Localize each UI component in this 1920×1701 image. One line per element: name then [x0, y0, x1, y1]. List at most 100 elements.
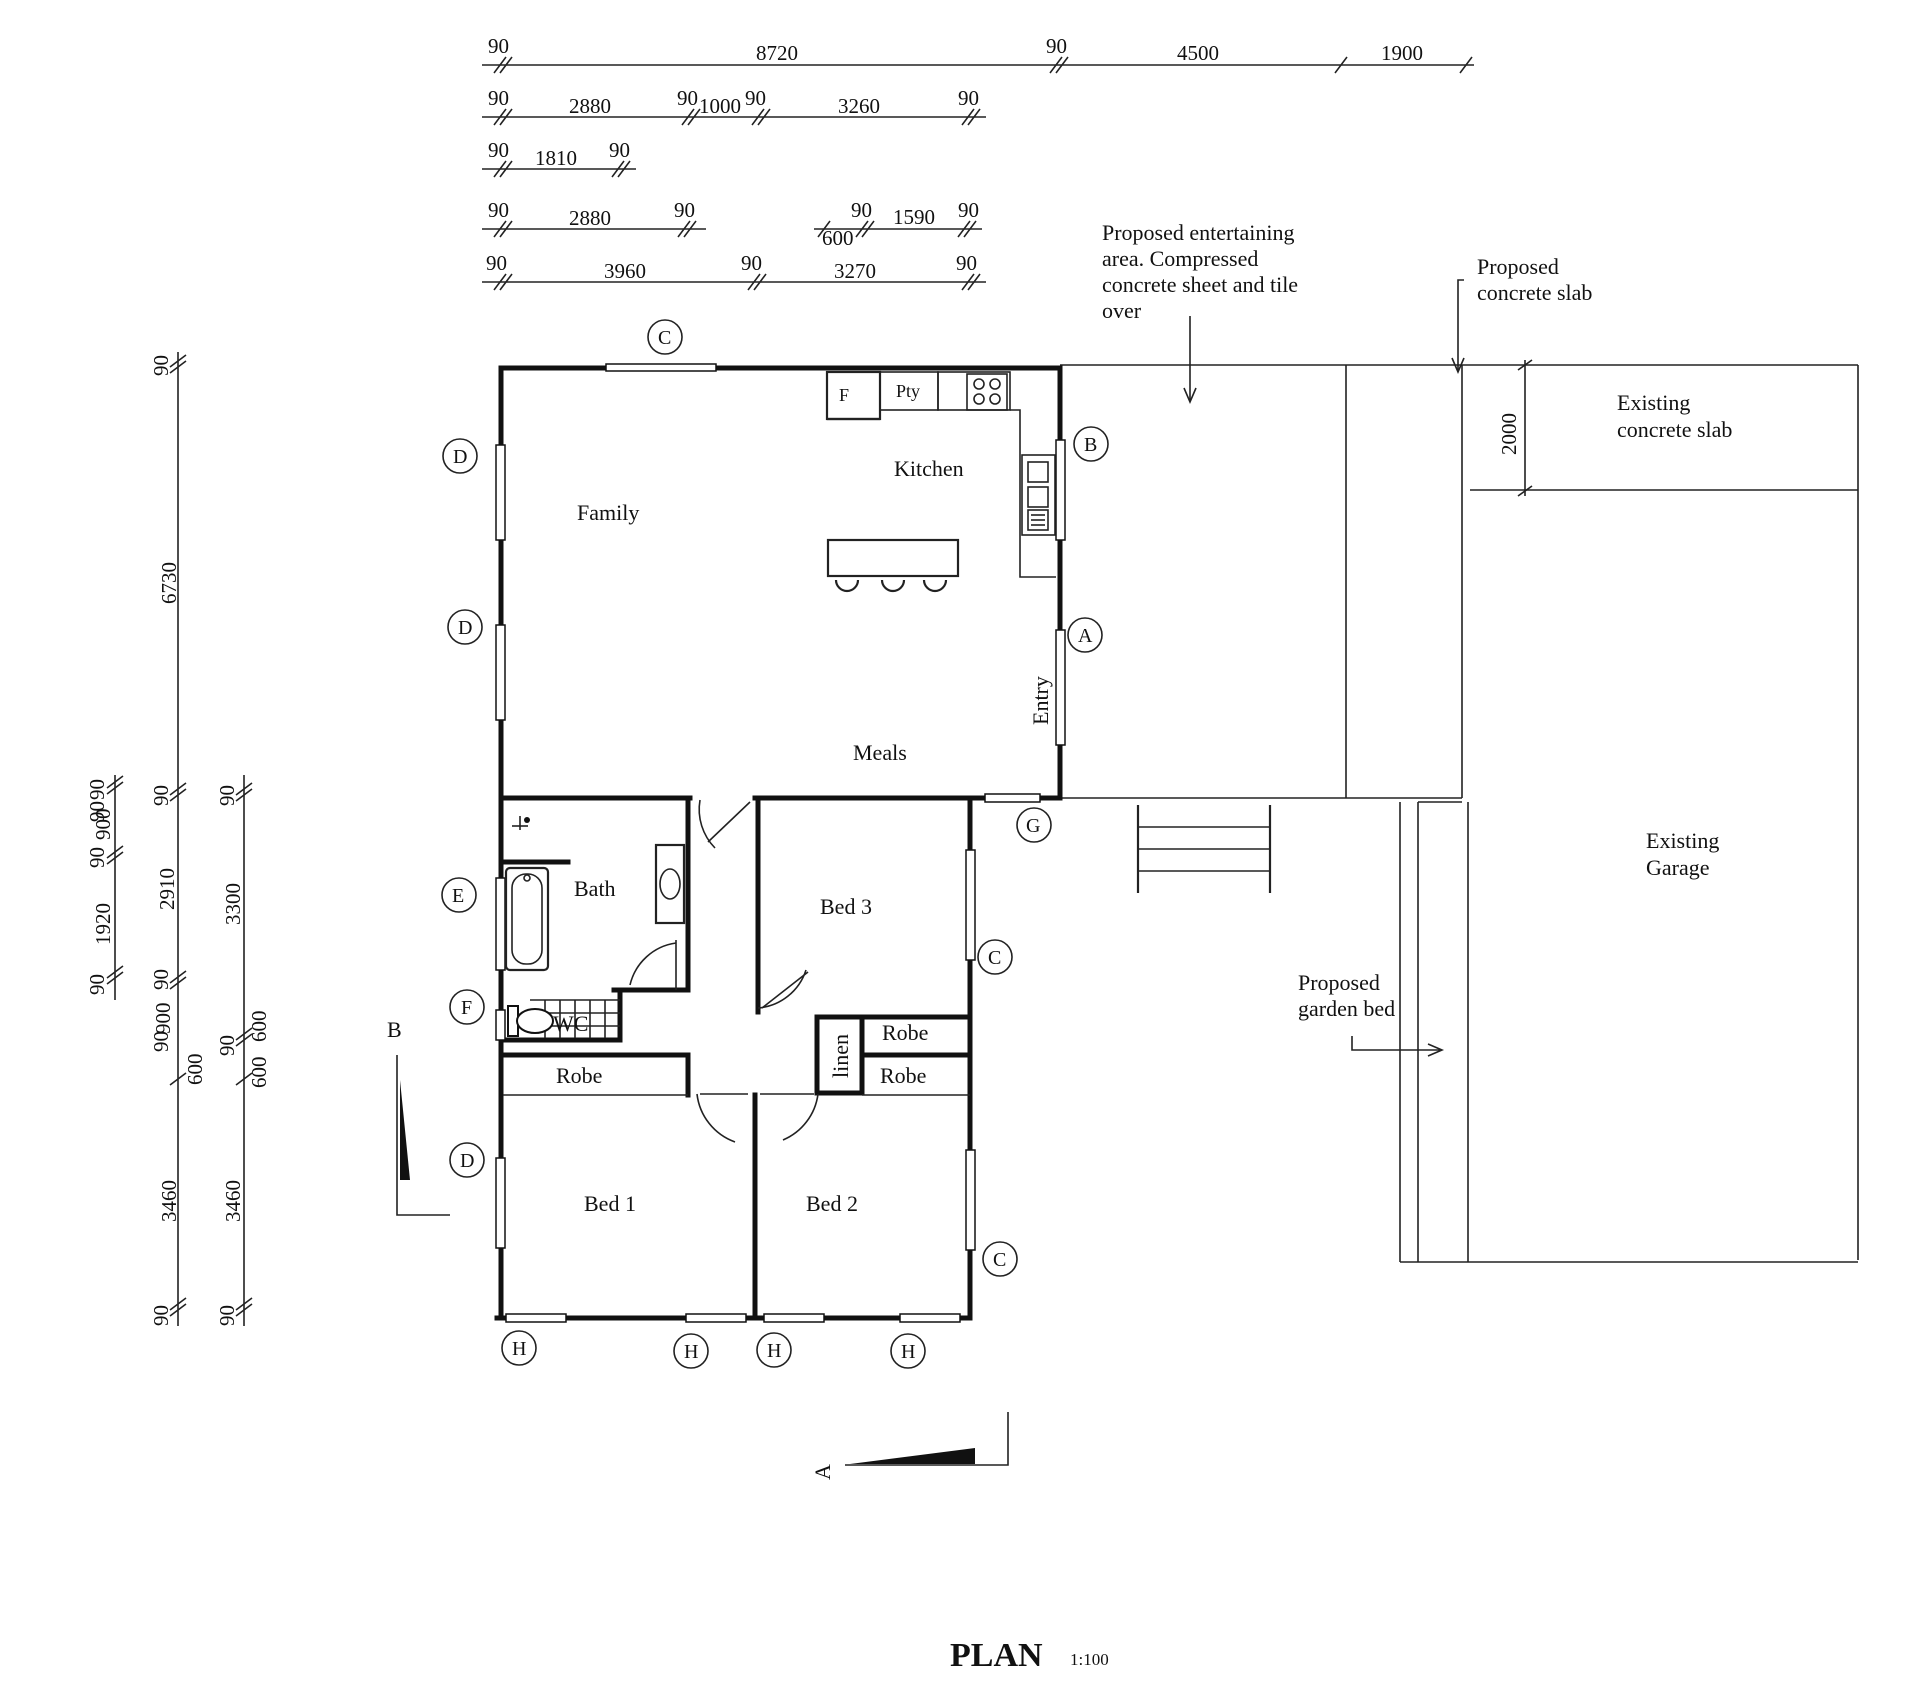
dim-r2-2: 90 [677, 86, 698, 110]
plan-scale: 1:100 [1070, 1650, 1109, 1669]
tag-c-bed3: C [977, 939, 1013, 975]
dim-r5-2: 90 [741, 251, 762, 275]
entry-steps [1136, 805, 1272, 893]
tag-g: G [1016, 807, 1052, 843]
section-marker-a: A [810, 1412, 1009, 1480]
existing-slab-line1: Existing [1617, 390, 1690, 415]
dim-r4-5: 1590 [893, 205, 935, 229]
dim-r1-0: 90 [488, 34, 509, 58]
svg-text:F: F [461, 997, 472, 1019]
svg-text:H: H [901, 1341, 915, 1363]
dim-r5-4: 90 [956, 251, 977, 275]
dim-c3-3: 600 [247, 1011, 271, 1043]
plan-title: PLAN [950, 1637, 1043, 1674]
room-robe-bed2: Robe [880, 1063, 926, 1088]
tag-e: E [441, 877, 477, 913]
sink-icon [1027, 461, 1049, 531]
dim-c2-4: 90 [149, 969, 173, 990]
room-bed3: Bed 3 [820, 894, 872, 919]
tag-h-4: H [890, 1333, 926, 1369]
dim-r4-3: 90 [851, 198, 872, 222]
tag-c-bed2: C [982, 1241, 1018, 1277]
dim-r3-0: 90 [488, 138, 509, 162]
doors [629, 799, 819, 1143]
slab-note-line2: concrete slab [1477, 280, 1592, 305]
pantry-label: Pty [896, 381, 920, 401]
dim-c2-0: 90 [149, 355, 173, 376]
dim-c1-1: 90 [85, 801, 109, 822]
tag-c-top: C [647, 319, 683, 355]
dim-c3-4: 600 [247, 1057, 271, 1089]
svg-text:G: G [1026, 815, 1040, 837]
tag-b: B [1073, 426, 1109, 462]
entertaining-note-line2: area. Compressed [1102, 246, 1258, 271]
dim-r2-0: 90 [488, 86, 509, 110]
dim-c2-1: 6730 [157, 562, 181, 604]
room-meals: Meals [853, 740, 907, 765]
dim-r4-1: 2880 [569, 206, 611, 230]
cooktop-icon [973, 378, 1001, 405]
dim-c1-3: 90 [85, 847, 109, 868]
dim-r1-3: 4500 [1177, 41, 1219, 65]
dim-c1-4: 1920 [91, 903, 115, 945]
tag-a: A [1067, 617, 1103, 653]
svg-text:H: H [512, 1338, 526, 1360]
svg-text:C: C [658, 327, 671, 349]
section-marker-b: B [387, 1017, 450, 1216]
windows [495, 363, 1066, 1323]
tag-d-family-1: D [442, 438, 478, 474]
room-linen: linen [828, 1034, 853, 1078]
svg-text:C: C [988, 947, 1001, 969]
svg-text:B: B [387, 1017, 402, 1042]
garden-line2: garden bed [1298, 996, 1395, 1021]
dim-c3-2: 90 [215, 1035, 239, 1056]
dim-c1-0: 90 [85, 779, 109, 800]
dim-r2-3: 1000 [699, 94, 741, 118]
tag-d-family-2: D [447, 609, 483, 645]
room-bath: Bath [574, 876, 616, 901]
dim-c1-8: 600 [183, 1054, 207, 1086]
dim-c3-1: 3300 [221, 883, 245, 925]
svg-text:D: D [453, 446, 467, 468]
window-tags: C D D B A G E F C D C H H H H [441, 319, 1109, 1369]
room-bed2: Bed 2 [806, 1191, 858, 1216]
svg-text:A: A [1078, 625, 1093, 647]
slab-note-line1: Proposed [1477, 254, 1559, 279]
dim-c1-2: 900 [91, 809, 115, 841]
dim-c2-2: 90 [149, 785, 173, 806]
svg-text:A: A [810, 1464, 835, 1480]
dim-r3-2: 90 [609, 138, 630, 162]
garden-line1: Proposed [1298, 970, 1380, 995]
dim-r2-4: 90 [745, 86, 766, 110]
entertaining-note-line3: concrete sheet and tile [1102, 272, 1298, 297]
dim-r5-1: 3960 [604, 259, 646, 283]
dim-c3-5: 3460 [221, 1180, 245, 1222]
dim-r1-4: 1900 [1381, 41, 1423, 65]
tag-d-bed1: D [449, 1142, 485, 1178]
dim-c3-0: 90 [215, 785, 239, 806]
dim-r1-1: 8720 [756, 41, 798, 65]
dim-r4-2: 90 [674, 198, 695, 222]
dim-r4-4: 600 [822, 226, 854, 250]
tag-f: F [449, 989, 485, 1025]
entertaining-note-line1: Proposed entertaining [1102, 220, 1294, 245]
garage-line2: Garage [1646, 855, 1710, 880]
svg-text:C: C [993, 1249, 1006, 1271]
svg-text:H: H [684, 1341, 698, 1363]
room-kitchen: Kitchen [894, 456, 964, 481]
garage-line1: Existing [1646, 828, 1719, 853]
tag-h-3: H [756, 1332, 792, 1368]
dim-c1-5: 90 [85, 974, 109, 995]
dim-r4-6: 90 [958, 198, 979, 222]
dim-c2-6: 3460 [157, 1180, 181, 1222]
tag-h-1: H [501, 1330, 537, 1366]
left-dimension-strings: 90 90 900 90 1920 90 90 6730 90 2910 90 … [85, 352, 271, 1326]
room-entry: Entry [1028, 676, 1053, 725]
svg-text:E: E [452, 885, 464, 907]
fridge-label: F [839, 385, 849, 405]
dim-c1-7: 90 [149, 1031, 173, 1052]
dim-r4-0: 90 [488, 198, 509, 222]
dim-r1-2: 90 [1046, 34, 1067, 58]
dim-r2-6: 90 [958, 86, 979, 110]
